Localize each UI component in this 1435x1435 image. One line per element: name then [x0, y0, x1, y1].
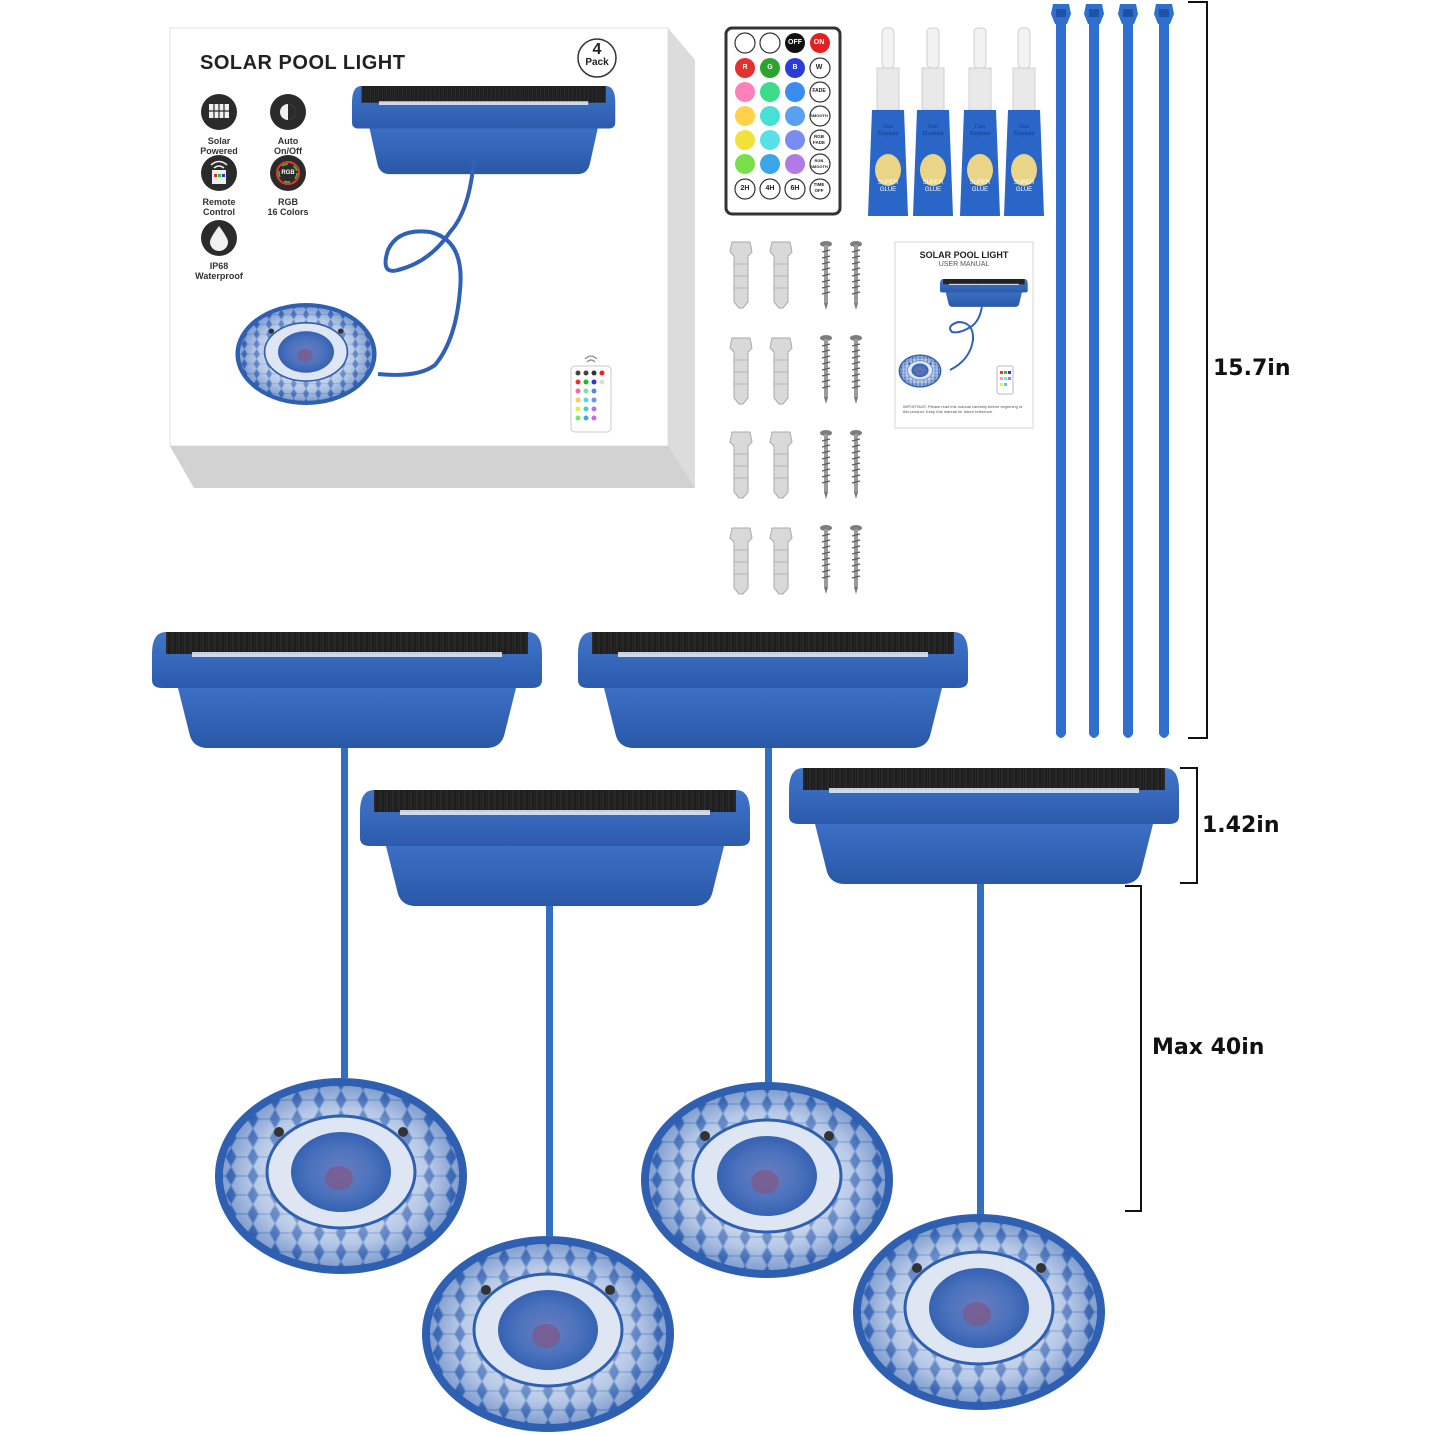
rgb-badge-text: RGB — [281, 170, 295, 176]
remote-button — [809, 178, 831, 200]
screws — [819, 240, 863, 595]
glue-product-1: SUPER GLUE — [877, 180, 899, 193]
user-manual — [894, 241, 1034, 429]
wall-anchors — [729, 241, 793, 595]
remote-g-label: G — [767, 64, 773, 71]
remote-off-label: OFF — [788, 39, 802, 46]
remote-button — [734, 178, 756, 200]
remote-button — [760, 58, 780, 78]
remote-button — [809, 153, 831, 175]
remote-button — [809, 129, 831, 151]
light-unit-4 — [789, 768, 1179, 1412]
product-box — [169, 27, 695, 488]
remote-rgb-smooth-label: RGB SMOOTH — [810, 158, 828, 169]
remote-button — [785, 33, 805, 53]
rgb-icon — [270, 155, 306, 191]
remote-button — [759, 32, 781, 54]
light-unit-3 — [360, 790, 750, 1434]
mini-remote-buttons — [575, 370, 605, 421]
remote-6h-label: 6H — [790, 185, 800, 192]
remote-button — [784, 178, 806, 200]
glue-product-2: SUPER GLUE — [922, 180, 944, 193]
remote-2h-label: 2H — [740, 185, 750, 192]
remote-button — [809, 105, 831, 127]
remote-w-label: W — [815, 64, 823, 71]
dimension-tie-length: 15.7in — [1213, 356, 1291, 381]
dimension-panel-height: 1.42in — [1202, 813, 1280, 838]
light-unit-1 — [152, 632, 542, 1276]
glue-product-3: SUPER GLUE — [969, 180, 991, 193]
pack-badge: 4 Pack — [578, 41, 616, 75]
manual-subtitle: USER MANUAL — [938, 261, 990, 268]
remote-smooth-label: SMOOTH — [810, 113, 828, 118]
remote-button — [785, 154, 805, 174]
remote-timeoff-label: TIME OFF — [813, 182, 825, 193]
pack-word: Pack — [585, 57, 609, 68]
remote-button — [785, 106, 805, 126]
remote-r-label: R — [742, 64, 748, 71]
remote-button — [735, 130, 755, 150]
remote-button — [785, 82, 805, 102]
remote-button — [809, 81, 831, 103]
remote-button — [760, 154, 780, 174]
remote-button — [760, 130, 780, 150]
box-title: SOLAR POOL LIGHT — [200, 52, 406, 74]
remote-button — [785, 58, 805, 78]
remote-button — [735, 58, 755, 78]
dimension-brackets — [1125, 1, 1208, 1212]
remote-button — [759, 178, 781, 200]
remote-4h-label: 4H — [765, 185, 775, 192]
remote-control — [724, 26, 842, 216]
cable-ties — [1051, 4, 1174, 738]
remote-fade-label: FADE — [812, 88, 826, 94]
remote-button — [735, 106, 755, 126]
remote-button — [785, 130, 805, 150]
remote-button — [734, 32, 756, 54]
remote-b-label: B — [792, 64, 798, 71]
remote-button — [810, 33, 830, 53]
remote-button — [809, 57, 831, 79]
remote-on-label: ON — [813, 39, 825, 46]
dimension-cable-length: Max 40in — [1152, 1035, 1265, 1060]
glue-product-4: SUPER GLUE — [1013, 180, 1035, 193]
manual-title: SOLAR POOL LIGHT — [919, 250, 1009, 260]
remote-rgb-fade-label: RGB FADE — [812, 134, 825, 145]
manual-note: IMPORTANT: Please read this manual caref… — [903, 404, 1023, 414]
light-unit-2 — [578, 632, 968, 1280]
remote-button — [760, 106, 780, 126]
pack-number: 4 — [592, 41, 602, 58]
remote-button — [760, 82, 780, 102]
remote-button — [735, 154, 755, 174]
remote-button — [735, 82, 755, 102]
